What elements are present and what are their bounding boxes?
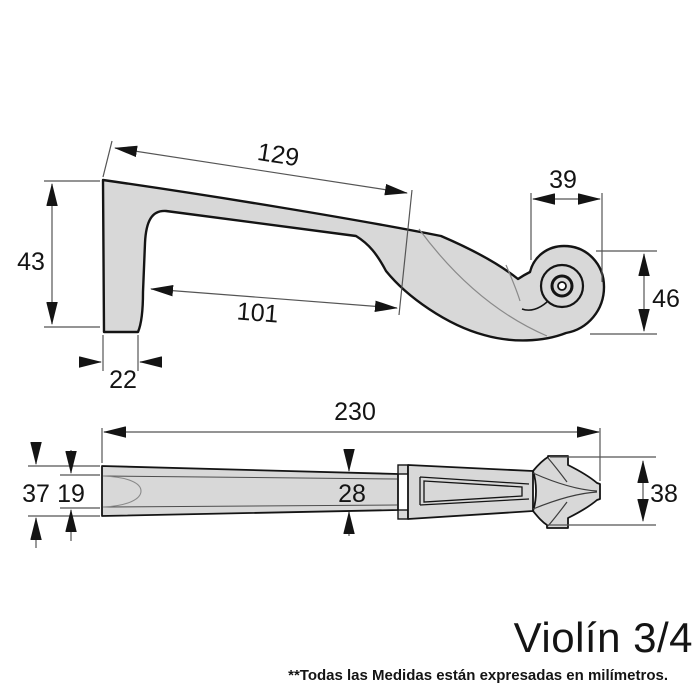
dim-label-total-length: 230 — [334, 398, 376, 426]
scroll-spiral-inner-turn — [550, 274, 574, 298]
scroll-top-view — [532, 455, 601, 529]
dim-label-heel-height: 43 — [17, 248, 45, 276]
dim-label-scroll-width-top: 38 — [650, 480, 678, 508]
pegbox-cavity — [423, 480, 523, 503]
fingerboard-edge-bottom — [102, 504, 398, 508]
dim-scroll-height — [590, 250, 657, 335]
dim-label-neck-width: 28 — [338, 480, 366, 508]
scroll-spiral-outer-turn — [539, 263, 585, 309]
dim-label-top-length: 129 — [255, 138, 301, 172]
pegbox-cheek-line — [418, 228, 548, 337]
pegbox-notch-bottom — [397, 509, 409, 520]
dim-label-under-length: 101 — [236, 297, 280, 328]
dim-end-width — [28, 441, 100, 548]
dim-label-heel-width: 22 — [109, 366, 137, 394]
dim-heel-height — [44, 180, 100, 328]
neck-side-silhouette — [101, 178, 606, 342]
dim-scroll-width-side — [530, 193, 603, 282]
side-view-drawing: 43 129 101 22 39 — [17, 138, 680, 394]
dim-label-inner-width: 19 — [57, 480, 85, 508]
dim-top-length — [102, 140, 413, 316]
pegbox-notch-top — [397, 464, 409, 475]
dim-under-length — [150, 284, 398, 313]
fingerboard-end-curve — [102, 475, 142, 508]
scroll-spiral-tail — [521, 301, 548, 311]
dim-label-end-width: 37 — [22, 480, 50, 508]
scroll-spiral-eye — [557, 281, 567, 291]
units-footnote: **Todas las Medidas están expresadas en … — [288, 667, 668, 684]
dim-scroll-width-top — [548, 456, 656, 526]
scroll-top-view-volute-lines — [532, 457, 598, 527]
top-view-drawing: 230 37 19 28 38 — [22, 398, 678, 548]
dim-inner-width — [60, 450, 100, 541]
page-title: Violín 3/4 — [514, 614, 693, 661]
pegbox-inner-wall — [419, 476, 530, 506]
pegbox-wall-line — [505, 264, 521, 302]
dim-label-scroll-width-side: 39 — [549, 166, 577, 194]
fingerboard-edge-top — [102, 475, 398, 480]
dim-label-scroll-height: 46 — [652, 285, 680, 313]
dim-total-length — [101, 426, 601, 481]
dim-heel-width — [78, 335, 163, 371]
